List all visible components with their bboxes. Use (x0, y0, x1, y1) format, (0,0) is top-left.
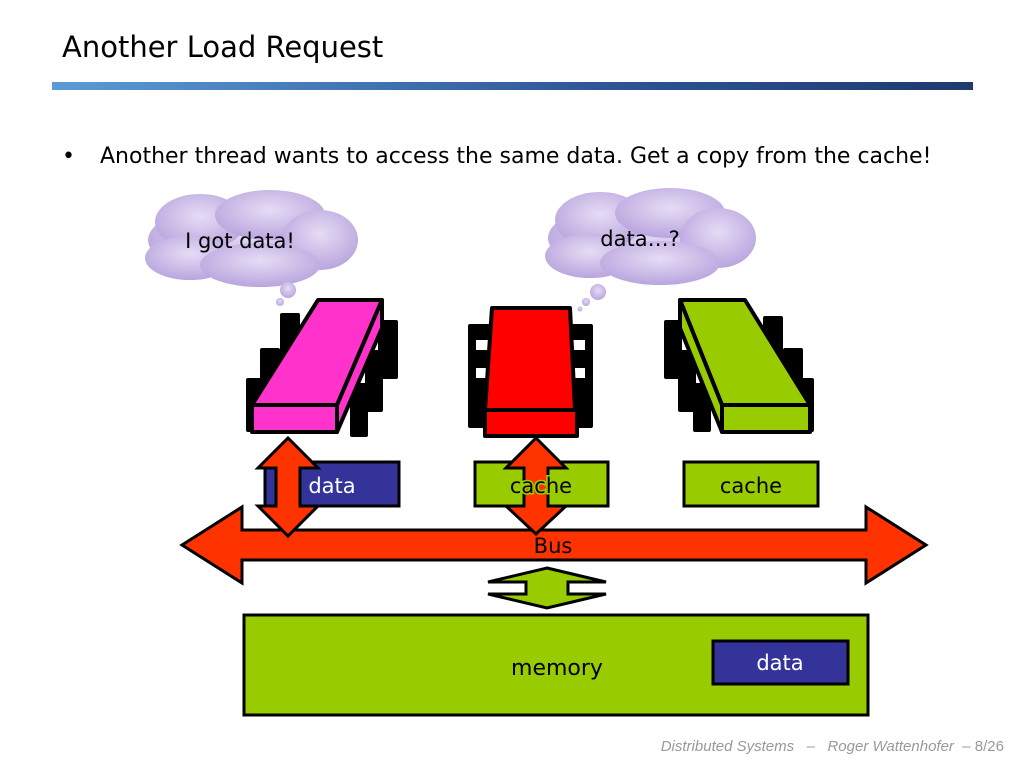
footer-sep: – (806, 738, 815, 755)
bullet-text: Another thread wants to access the same … (100, 144, 932, 169)
thought-cloud-right: data…? (545, 188, 756, 312)
bullet-marker: • (62, 144, 75, 169)
cache-1-label: data (308, 474, 355, 498)
cache-3-label: cache (720, 474, 782, 498)
title-rule (52, 82, 973, 90)
cpu-chip-2 (468, 306, 593, 438)
thought-cloud-left: I got data! (145, 190, 358, 306)
memory-label: memory (511, 656, 603, 681)
footer-author: Roger Wattenhofer (827, 738, 954, 755)
bus-memory-arrow (487, 566, 607, 610)
footer-course: Distributed Systems (660, 738, 795, 755)
slide-title: Another Load Request (62, 30, 384, 64)
bullet-item: • Another thread wants to access the same… (62, 144, 931, 169)
bus-arrow (179, 504, 929, 586)
cpu2-bus-arrow (502, 435, 570, 537)
bus-label: Bus (534, 534, 573, 558)
page-number: – 8/26 (962, 738, 1004, 755)
cpu-chip-3 (664, 298, 814, 434)
memory-data-box (711, 639, 850, 686)
cloud-left-text: I got data! (185, 229, 295, 253)
cpu-chip-1 (246, 298, 398, 437)
cloud-right-text: data…? (600, 227, 679, 251)
cpu1-bus-arrow (254, 435, 322, 539)
footer: Distributed Systems – Roger Wattenhofer … (661, 738, 1004, 755)
cache-2-label: cache (510, 474, 572, 498)
cache-3-box (682, 460, 820, 508)
memory-data-label: data (756, 651, 803, 675)
